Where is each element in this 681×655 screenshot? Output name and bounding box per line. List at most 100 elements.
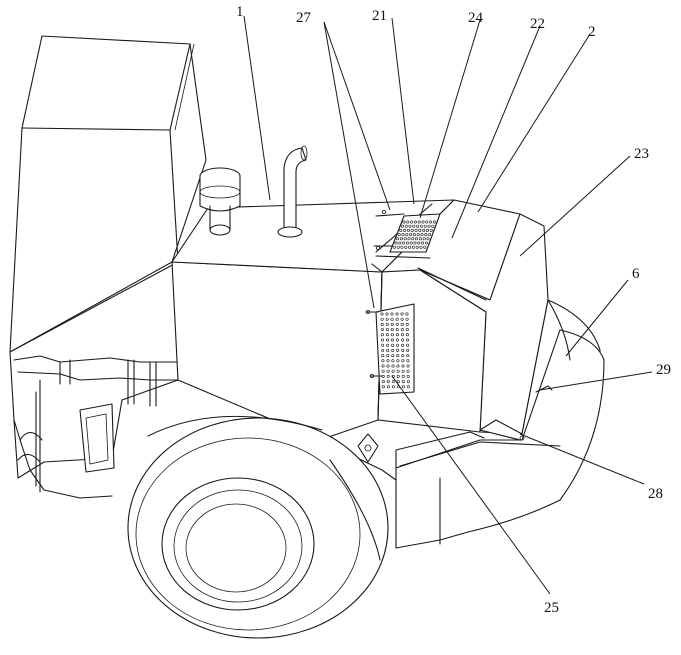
grille-hole <box>386 385 390 389</box>
grille-hole <box>401 354 405 358</box>
grille-hole <box>390 317 394 321</box>
grille-hole <box>420 233 424 237</box>
grille-hole <box>386 369 390 373</box>
side-grille <box>365 303 415 395</box>
grille-hole <box>406 364 410 368</box>
grille-hole <box>405 338 409 342</box>
grille-hole <box>380 322 384 326</box>
grille-hole <box>417 241 421 245</box>
grille-hole <box>426 237 430 241</box>
top-grille <box>373 209 441 253</box>
grille-hole <box>381 380 385 384</box>
grille-hole <box>407 237 411 241</box>
grille-hole <box>380 317 384 321</box>
grille-hole <box>396 364 400 368</box>
grille-hole <box>405 312 409 316</box>
grille-hole <box>391 369 395 373</box>
grille-hole <box>385 333 389 337</box>
grille-hole <box>385 317 389 321</box>
grille-hole <box>391 359 395 363</box>
grille-hole <box>386 348 390 352</box>
grille-hole <box>427 224 431 228</box>
grille-hole <box>396 237 400 241</box>
grille-hole <box>386 374 390 378</box>
grille-hole <box>429 228 433 232</box>
grille-hole <box>419 224 423 228</box>
grille-hole <box>391 343 395 347</box>
grille-hole <box>413 220 417 224</box>
grille-hole <box>395 333 399 337</box>
grille-hole <box>391 385 395 389</box>
grille-hole <box>424 233 428 237</box>
grille-hole <box>408 245 412 249</box>
grille-hole <box>381 343 385 347</box>
grille-hole <box>431 224 435 228</box>
grille-hole <box>390 333 394 337</box>
grille-hole <box>391 354 395 358</box>
grille-hole <box>428 233 432 237</box>
grille-hole <box>406 348 410 352</box>
grille-hole <box>396 380 400 384</box>
grille-hole <box>425 228 429 232</box>
grille-hole <box>385 338 389 342</box>
grille-hole <box>395 328 399 332</box>
grille-hole <box>422 237 426 241</box>
grille-hole <box>414 228 418 232</box>
exhaust-pipe <box>277 145 308 238</box>
grille-hole <box>402 220 406 224</box>
label-21: 21 <box>372 8 387 24</box>
grille-hole <box>416 233 420 237</box>
grille-hole <box>401 380 405 384</box>
grille-hole <box>406 220 410 224</box>
label-25: 25 <box>544 600 559 616</box>
grille-hole <box>405 328 409 332</box>
grille-hole <box>401 374 405 378</box>
grille-hole <box>396 343 400 347</box>
grille-hole <box>432 220 436 224</box>
label-23: 23 <box>634 146 649 162</box>
label-22: 22 <box>530 16 545 32</box>
grille-hole <box>381 348 385 352</box>
grille-hole <box>381 364 385 368</box>
grille-hole <box>401 385 405 389</box>
grille-hole <box>401 348 405 352</box>
grille-hole <box>403 228 407 232</box>
grille-hole <box>425 220 429 224</box>
grille-hole <box>417 220 421 224</box>
grille-hole <box>400 338 404 342</box>
wheel <box>127 415 389 639</box>
label-2: 2 <box>588 24 596 40</box>
grille-hole <box>397 233 401 237</box>
grille-hole <box>380 338 384 342</box>
grille-hole <box>411 237 415 241</box>
reference-labels: 1 27 21 24 22 2 23 6 29 28 25 <box>236 4 671 616</box>
grille-hole <box>400 224 404 228</box>
grille-hole <box>404 224 408 228</box>
grille-hole <box>400 322 404 326</box>
grille-hole <box>409 241 413 245</box>
counterweight <box>395 299 605 549</box>
grille-hole <box>396 354 400 358</box>
grille-hole <box>380 328 384 332</box>
grille-hole <box>406 343 410 347</box>
label-6: 6 <box>632 266 640 282</box>
grille-hole <box>406 369 410 373</box>
grille-hole <box>424 241 428 245</box>
grille-hole <box>386 359 390 363</box>
grille-hole <box>413 241 417 245</box>
grille-hole <box>395 317 399 321</box>
grille-hole <box>390 338 394 342</box>
grille-hole <box>391 364 395 368</box>
grille-hole <box>394 241 398 245</box>
grille-hole <box>395 338 399 342</box>
label-24: 24 <box>468 10 484 26</box>
grille-hole <box>396 348 400 352</box>
grille-hole <box>412 233 416 237</box>
grille-hole <box>390 322 394 326</box>
air-filter <box>199 167 241 236</box>
grille-hole <box>380 312 384 316</box>
grille-hole <box>405 233 409 237</box>
grille-hole <box>400 328 404 332</box>
grille-hole <box>429 220 433 224</box>
